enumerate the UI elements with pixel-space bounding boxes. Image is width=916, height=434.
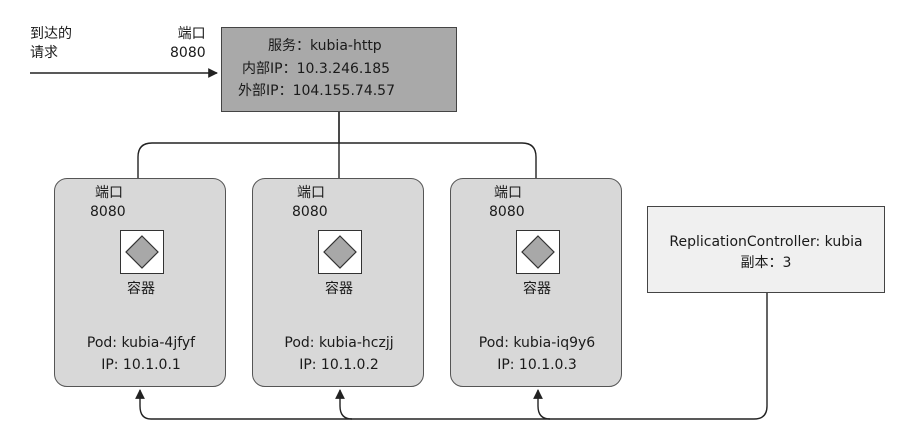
service-internal-ip: 内部IP：10.3.246.185 [242, 61, 391, 77]
rc-title: ReplicationController: kubia [669, 234, 863, 250]
container-icon [318, 230, 362, 274]
pod-name: Pod: kubia-4jfyf [86, 335, 196, 351]
container-label: 容器 [523, 281, 551, 297]
pod-port-label: 端口 8080 [292, 185, 328, 220]
container-label: 容器 [127, 281, 155, 297]
service-port-label: 端口 8080 [170, 26, 206, 61]
service-to-pod-3-arrow [339, 142, 541, 227]
pod-port-label: 端口 8080 [90, 185, 126, 220]
pod-ip: IP: 10.1.0.2 [299, 357, 379, 373]
service-to-pod-1-arrow [133, 112, 340, 227]
pod-1: 端口 8080 容器 Pod: kubia-4jfyf IP: 10.1.0.1 [54, 178, 226, 387]
rc-to-pod-3-arrow [533, 389, 551, 420]
container-icon [120, 230, 164, 274]
pod-name: Pod: kubia-iq9y6 [478, 335, 596, 351]
service-external-ip: 外部IP：104.155.74.57 [238, 83, 395, 99]
service-box: 服务：kubia-http 内部IP：10.3.246.185 外部IP：104… [221, 27, 457, 112]
pod-port-label: 端口 8080 [489, 185, 525, 220]
pod-3: 端口 8080 容器 Pod: kubia-iq9y6 IP: 10.1.0.3 [450, 178, 622, 387]
pod-ip: IP: 10.1.0.1 [101, 357, 181, 373]
incoming-request-label: 到达的 请求 [30, 26, 72, 61]
rc-to-pods-line [135, 293, 768, 420]
replication-controller-box: ReplicationController: kubia 副本：3 [647, 206, 885, 293]
pod-name: Pod: kubia-hczjj [284, 335, 394, 351]
pod-2: 端口 8080 容器 Pod: kubia-hczjj IP: 10.1.0.2 [252, 178, 424, 387]
container-label: 容器 [325, 281, 353, 297]
service-name: 服务：kubia-http [268, 38, 382, 54]
rc-replicas: 副本：3 [740, 255, 792, 271]
rc-to-pod-2-arrow [335, 389, 353, 420]
pod-ip: IP: 10.1.0.3 [497, 357, 577, 373]
container-icon [516, 230, 560, 274]
